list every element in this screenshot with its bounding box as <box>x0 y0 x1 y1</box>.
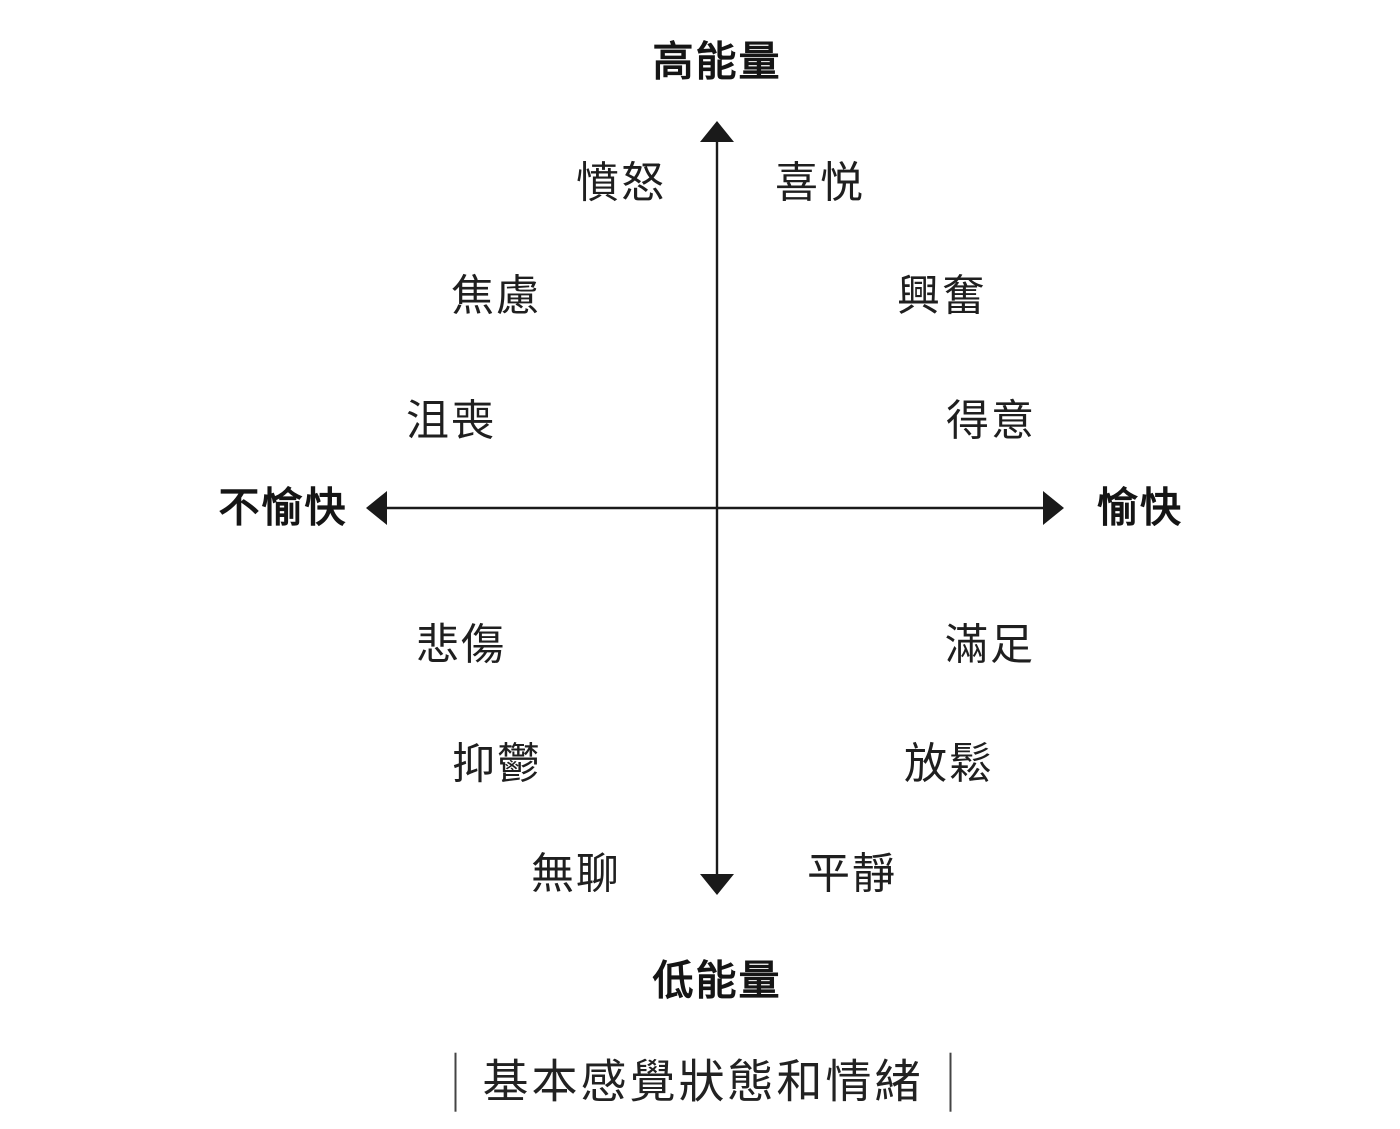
arrowhead-right-icon <box>1043 491 1064 525</box>
emotion-label-excitement: 興奮 <box>897 272 987 321</box>
emotion-label-depression: 抑鬱 <box>452 740 542 789</box>
diagram-caption: 基本感覺狀態和情緒 <box>454 1052 952 1112</box>
emotion-label-joy: 喜悦 <box>775 159 865 208</box>
emotion-label-pride: 得意 <box>946 397 1036 446</box>
arrowhead-up-icon <box>700 121 734 142</box>
emotion-label-sadness: 悲傷 <box>416 621 506 670</box>
emotion-label-frustration: 沮喪 <box>406 397 496 446</box>
axis-label-low-energy: 低能量 <box>652 957 782 1004</box>
emotion-label-anger: 憤怒 <box>576 159 666 208</box>
axis-label-high-energy: 高能量 <box>652 38 782 85</box>
axis-label-pleasant: 愉快 <box>1097 484 1183 531</box>
emotion-label-relaxation: 放鬆 <box>904 740 994 789</box>
arrowhead-left-icon <box>366 491 387 525</box>
emotion-label-calm: 平靜 <box>807 850 897 899</box>
emotion-label-boredom: 無聊 <box>531 850 621 899</box>
emotion-label-anxiety: 焦慮 <box>451 272 541 321</box>
axis-label-unpleasant: 不愉快 <box>218 484 348 531</box>
emotion-label-contentment: 滿足 <box>945 621 1035 670</box>
arrowhead-down-icon <box>700 874 734 895</box>
